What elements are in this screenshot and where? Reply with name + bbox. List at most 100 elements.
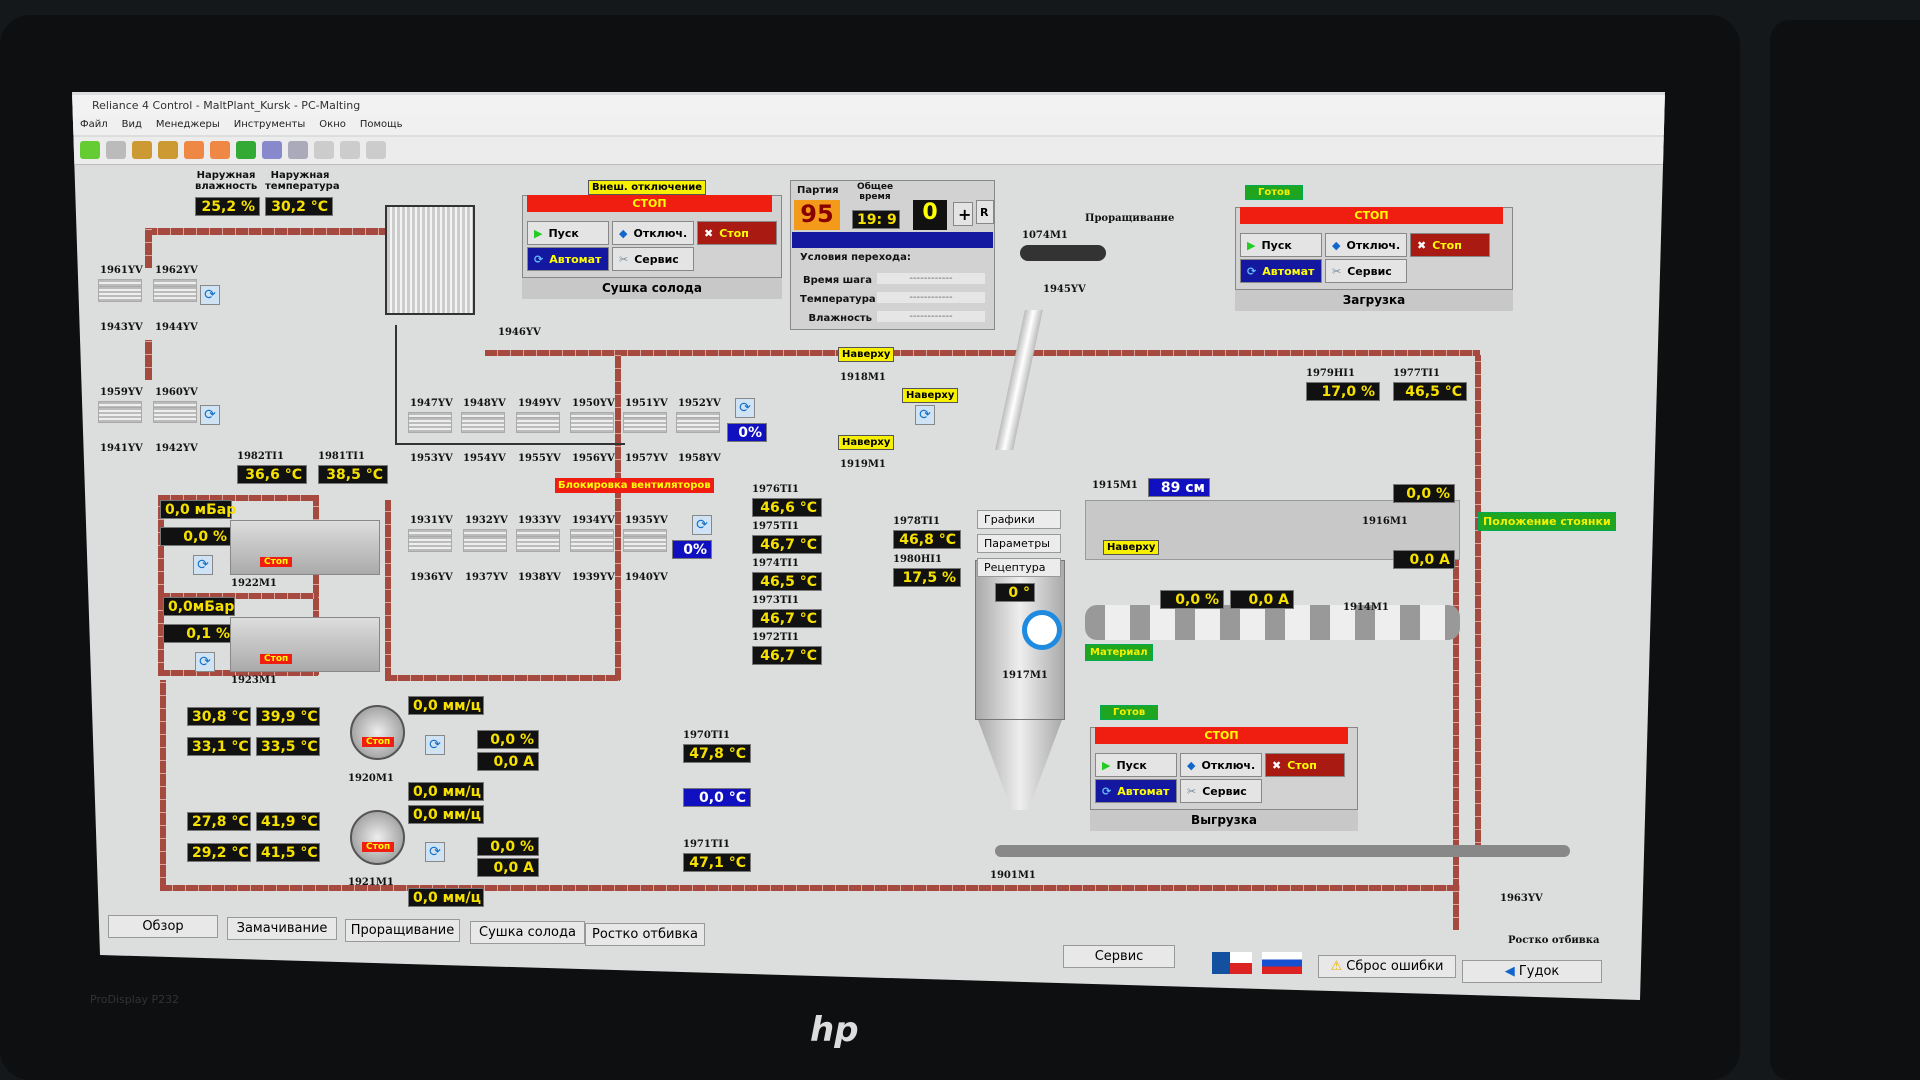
- louver-valve-icon[interactable]: [463, 536, 507, 552]
- louver-valve-icon[interactable]: [570, 417, 614, 433]
- readout-value: 0%: [727, 423, 767, 442]
- rotate-icon[interactable]: ⟳: [195, 652, 215, 672]
- loading-stop-button[interactable]: ✖Стоп: [1410, 233, 1490, 257]
- readout-value: 47,8 °C: [683, 744, 751, 763]
- drying-start-button[interactable]: ▶Пуск: [527, 221, 609, 245]
- condition-value: ------------: [877, 273, 985, 284]
- louver-valve-icon[interactable]: [408, 417, 452, 433]
- side-menu-Параметры[interactable]: Параметры: [977, 534, 1061, 553]
- toolbar-button-icon[interactable]: [262, 141, 282, 159]
- unloading-stop-button[interactable]: ✖Стоп: [1265, 753, 1345, 777]
- readout-value: 17,5 %: [893, 568, 961, 587]
- unloading-auto-button[interactable]: ⟳Автомат: [1095, 779, 1177, 803]
- side-menu-Графики[interactable]: Графики: [977, 510, 1061, 529]
- rotate-icon[interactable]: ⟳: [425, 735, 445, 755]
- menu-item[interactable]: Файл: [80, 119, 108, 130]
- unloading-start-button[interactable]: ▶Пуск: [1095, 753, 1177, 777]
- loading-auto-button[interactable]: ⟳Автомат: [1240, 259, 1322, 283]
- horn-button[interactable]: ◀ Гудок: [1462, 960, 1602, 983]
- equipment-label: 1946YV: [498, 327, 541, 338]
- valve-label: 1931YV: [410, 515, 453, 526]
- valve-label: 1951YV: [625, 398, 668, 409]
- louver-valve-icon[interactable]: [98, 286, 142, 302]
- readout-tag: 1982ТІ1: [237, 451, 284, 462]
- equipment-label: Ростко отбивка: [1508, 935, 1600, 946]
- menu-item[interactable]: Вид: [121, 119, 142, 130]
- drying-off-button[interactable]: ◆Отключ.: [612, 221, 694, 245]
- equipment-label: 1923M1: [231, 675, 277, 686]
- batch-label: Партия: [797, 185, 839, 196]
- louver-valve-icon[interactable]: [623, 536, 667, 552]
- readout-tag: 1974ТІ1: [752, 558, 799, 569]
- cycle-icon: ⟳: [534, 252, 544, 266]
- rotate-icon[interactable]: ⟳: [200, 285, 220, 305]
- loading-service-button[interactable]: ✂Сервис: [1325, 259, 1407, 283]
- drying-service-button[interactable]: ✂Сервис: [612, 247, 694, 271]
- pipe: [145, 228, 152, 268]
- louver-valve-icon[interactable]: [408, 536, 452, 552]
- toolbar-button-icon[interactable]: [210, 141, 230, 159]
- louver-valve-icon[interactable]: [623, 417, 667, 433]
- plus-button[interactable]: +: [953, 202, 973, 226]
- toolbar-button-icon[interactable]: [132, 141, 152, 159]
- unloading-service-button[interactable]: ✂Сервис: [1180, 779, 1262, 803]
- toolbar-button-icon[interactable]: [184, 141, 204, 159]
- toolbar-button-icon[interactable]: [366, 141, 386, 159]
- valve-label: 1958YV: [678, 453, 721, 464]
- louver-valve-icon[interactable]: [153, 407, 197, 423]
- czech-flag-icon[interactable]: [1212, 952, 1252, 974]
- drying-stop-button[interactable]: ✖Стоп: [697, 221, 777, 245]
- outdoor-temperature: 30,2 °C: [265, 197, 333, 216]
- rotate-icon[interactable]: ⟳: [735, 398, 755, 418]
- russian-flag-icon[interactable]: [1262, 952, 1302, 974]
- tab-3[interactable]: Сушка солода: [470, 921, 585, 944]
- readout-tag: 1980НІ1: [893, 554, 942, 565]
- menu-item[interactable]: Помощь: [359, 119, 403, 130]
- readout-value: 33,5 °C: [256, 737, 320, 756]
- side-menu-Рецептура[interactable]: Рецептура: [977, 558, 1061, 577]
- rotate-icon[interactable]: ⟳: [200, 405, 220, 425]
- valve-label: 1948YV: [463, 398, 506, 409]
- service-button[interactable]: Сервис: [1063, 945, 1175, 968]
- rotate-icon[interactable]: ⟳: [692, 515, 712, 535]
- toolbar-button-icon[interactable]: [236, 141, 256, 159]
- louver-valve-icon[interactable]: [570, 536, 614, 552]
- loading-off-button[interactable]: ◆Отключ.: [1325, 233, 1407, 257]
- unloading-ready-badge: Готов: [1100, 705, 1159, 720]
- wrench-icon: ✂: [619, 252, 629, 266]
- louver-valve-icon[interactable]: [516, 417, 560, 433]
- louver-valve-icon[interactable]: [98, 407, 142, 423]
- fan-motor-icon[interactable]: [350, 810, 405, 865]
- chute-pipe: [995, 310, 1043, 450]
- fan-motor-icon[interactable]: [350, 705, 405, 760]
- menu-item[interactable]: Инструменты: [233, 119, 306, 130]
- hopper-cone: [978, 720, 1062, 810]
- valve-label: 1943YV: [100, 322, 143, 333]
- rotate-icon[interactable]: ⟳: [193, 555, 213, 575]
- louver-valve-icon[interactable]: [153, 286, 197, 302]
- toolbar-button-icon[interactable]: [314, 141, 334, 159]
- tab-4[interactable]: Ростко отбивка: [585, 923, 705, 946]
- menu-item[interactable]: Окно: [319, 119, 346, 130]
- toolbar-button-icon[interactable]: [106, 141, 126, 159]
- valve-label: 1933YV: [518, 515, 561, 526]
- tab-2[interactable]: Проращивание: [345, 919, 460, 942]
- louver-valve-icon[interactable]: [516, 536, 560, 552]
- louver-valve-icon[interactable]: [461, 417, 505, 433]
- reset-button[interactable]: R: [976, 200, 994, 224]
- loading-start-button[interactable]: ▶Пуск: [1240, 233, 1322, 257]
- toolbar-button-icon[interactable]: [288, 141, 308, 159]
- toolbar-button-icon[interactable]: [158, 141, 178, 159]
- toolbar-button-icon[interactable]: [340, 141, 360, 159]
- rotate-icon[interactable]: ⟳: [425, 842, 445, 862]
- reset-error-button[interactable]: ⚠ Сброс ошибки: [1318, 955, 1456, 978]
- drying-auto-button[interactable]: ⟳Автомат: [527, 247, 609, 271]
- louver-valve-icon[interactable]: [676, 417, 720, 433]
- tab-1[interactable]: Замачивание: [227, 917, 337, 940]
- toolbar-button-icon[interactable]: [80, 141, 100, 159]
- unloading-off-button[interactable]: ◆Отключ.: [1180, 753, 1262, 777]
- menu-item[interactable]: Менеджеры: [155, 119, 220, 130]
- cycle-icon: ⟳: [1247, 264, 1257, 278]
- rotate-icon[interactable]: ⟳: [915, 405, 935, 425]
- tab-0[interactable]: Обзор: [108, 915, 218, 938]
